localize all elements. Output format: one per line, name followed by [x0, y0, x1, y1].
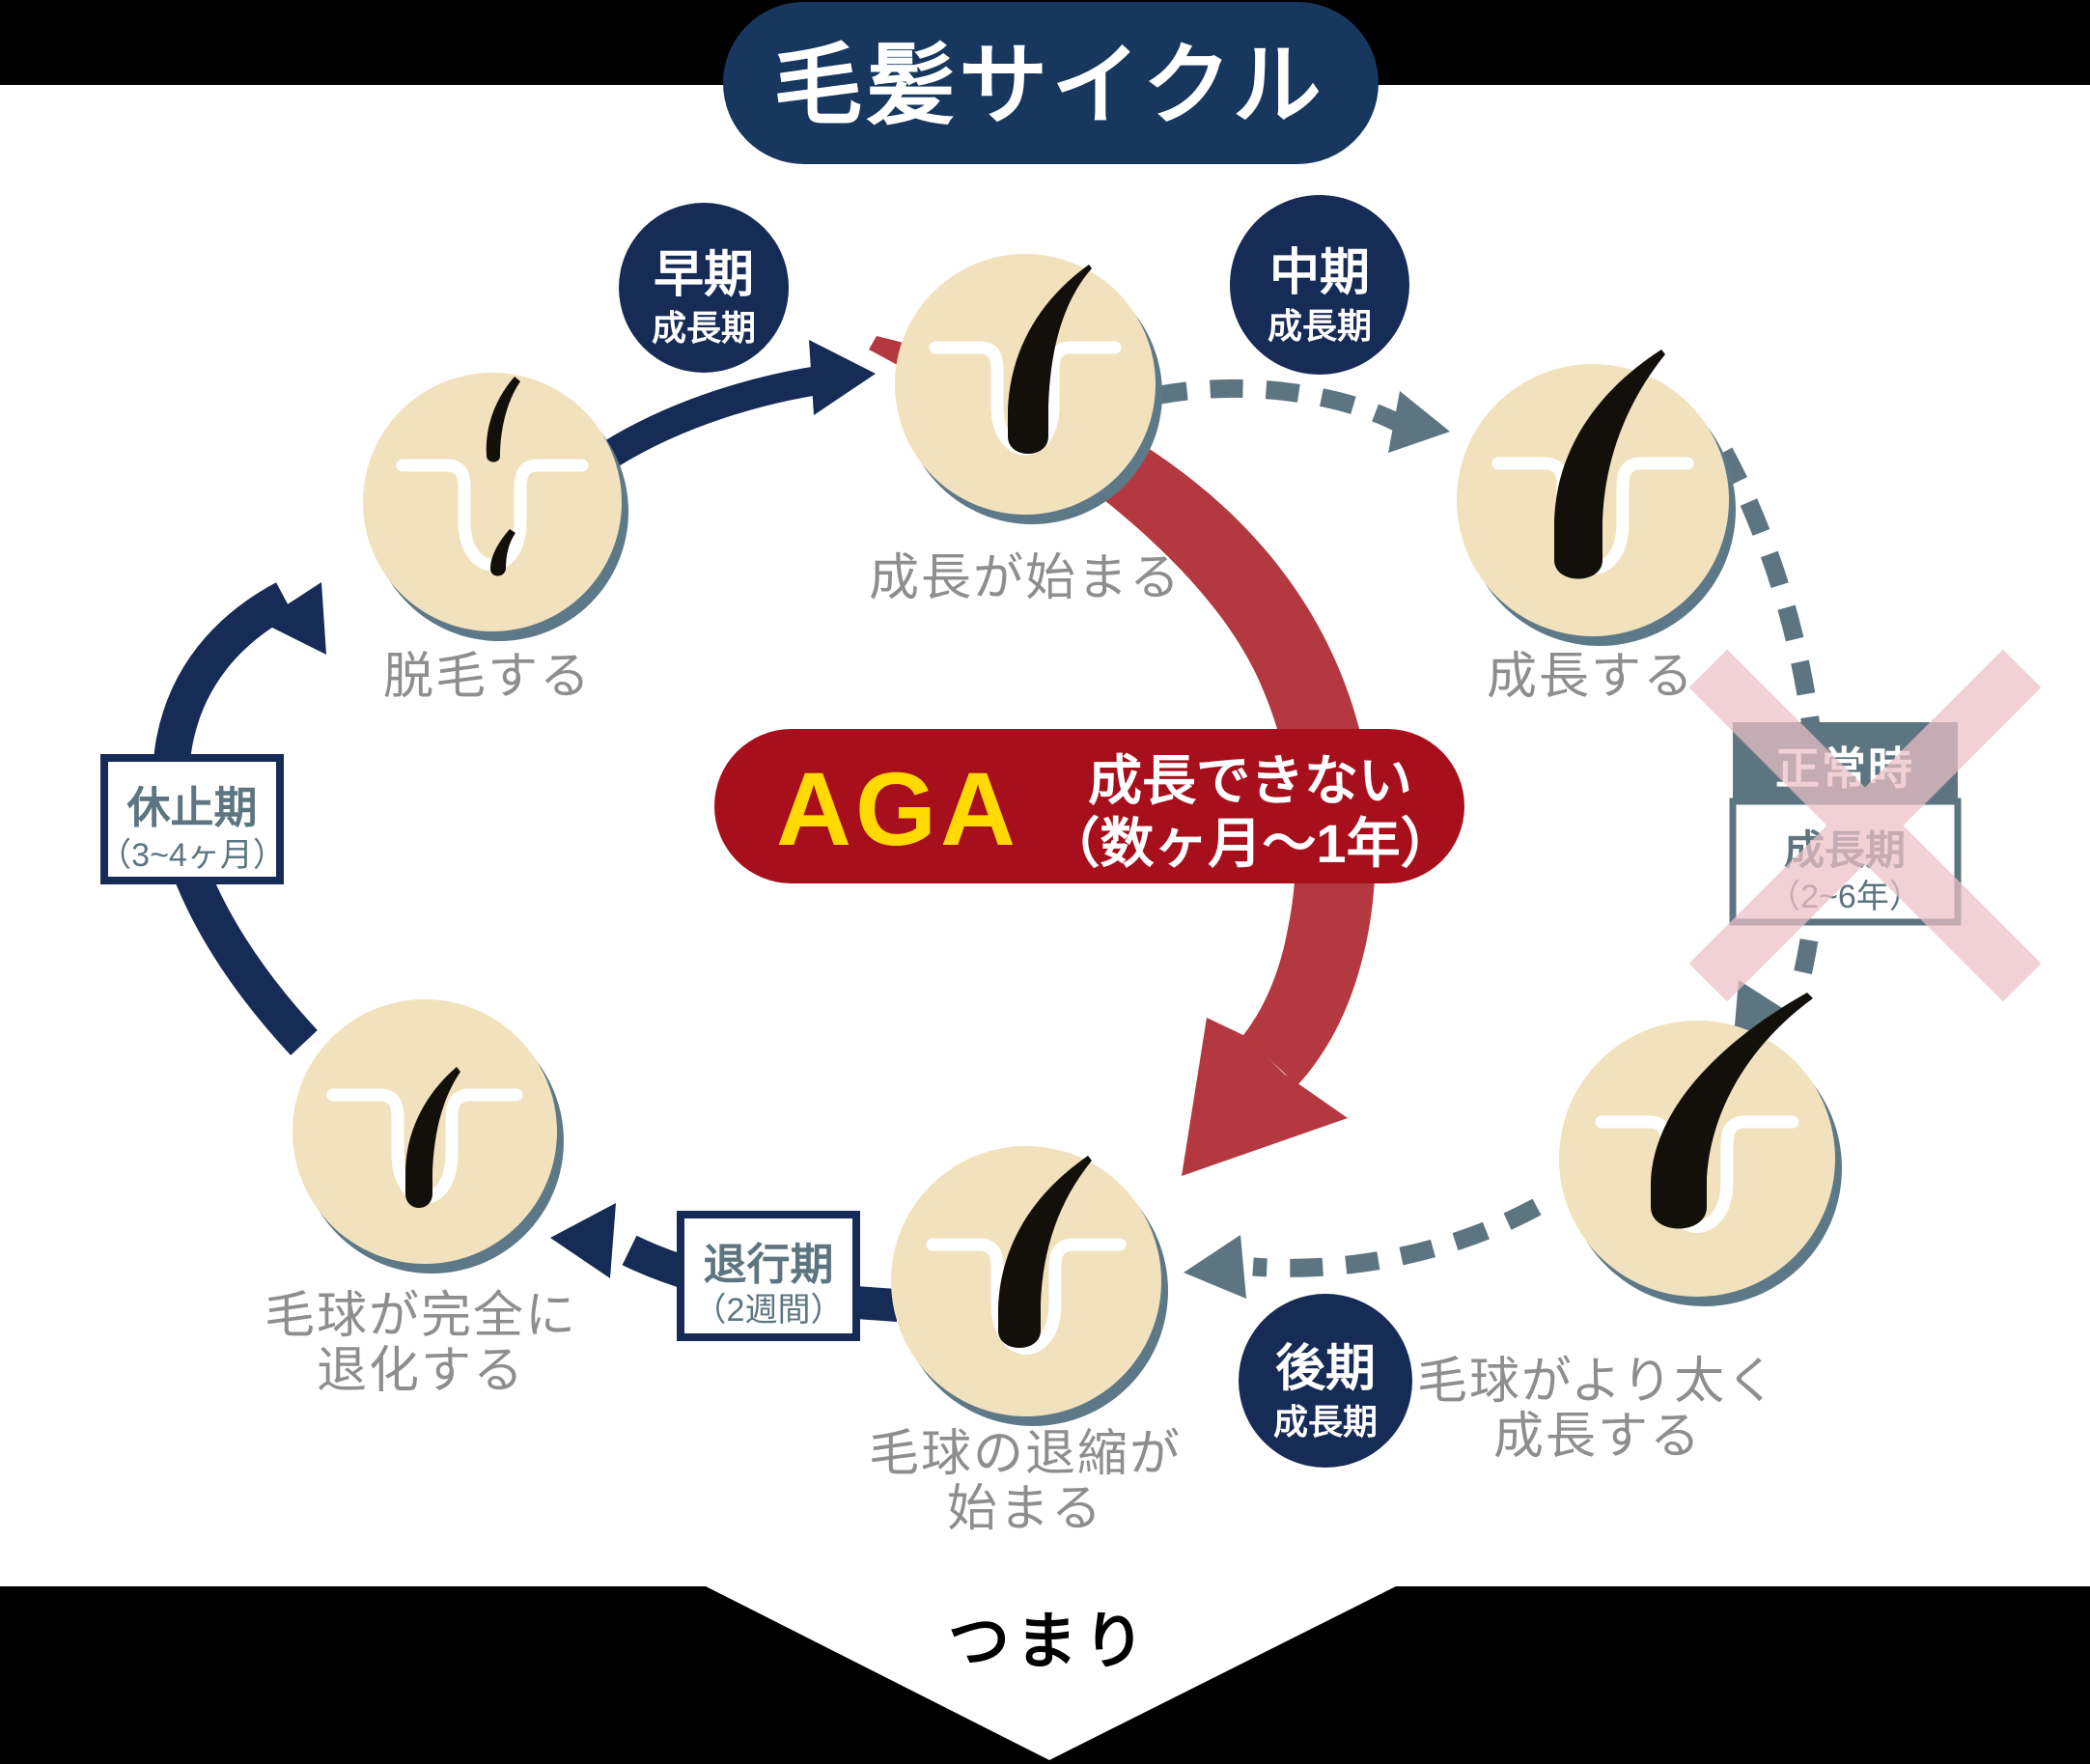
title-pill — [723, 2, 1379, 164]
caption-growing: 成長する — [1487, 649, 1695, 705]
phase-label-early: 早期 成長期 — [619, 203, 789, 373]
phase-early-bottom: 成長期 — [652, 308, 756, 348]
follicle-growth-start — [895, 254, 1162, 524]
caption-shedding: 脱毛する — [383, 649, 592, 705]
arrow-growthstart-to-growing — [1153, 378, 1450, 453]
bulb-hair — [490, 529, 516, 576]
caption-thickening-line1: 毛球がより太く — [1417, 1354, 1778, 1410]
follicle-shedding — [363, 373, 628, 641]
hair — [1008, 265, 1092, 454]
follicle-thickening — [1559, 993, 1842, 1306]
aga-acronym: AGA — [776, 750, 1019, 867]
aga-note-line2: （数ヶ月～1年） — [1045, 813, 1454, 874]
phase-circle — [1230, 195, 1409, 375]
regression-phase-box: 退行期 （2週間） — [677, 1211, 860, 1341]
box-frame — [677, 1211, 860, 1341]
normal-growth-box: 正常時 成長期 （2~6年） — [1688, 649, 2042, 1002]
caption-regression-line1: 毛球の退縮が — [869, 1426, 1182, 1482]
rest-phase-duration: （3~4ヶ月） — [98, 837, 286, 874]
follicle-degeneration — [293, 999, 564, 1274]
bottom-chevron-notch — [706, 1586, 1396, 1760]
conclusion-label: つまり — [948, 1607, 1151, 1676]
phase-label-late: 後期 成長期 — [1239, 1294, 1412, 1468]
aga-pill — [714, 729, 1464, 883]
phase-label-mid: 中期 成長期 — [1230, 195, 1409, 375]
phase-late-top: 後期 — [1275, 1341, 1376, 1397]
caption-degeneration-line2: 退化する — [317, 1343, 525, 1399]
phase-circle — [1239, 1294, 1412, 1468]
arrow-thickening-to-regression — [1184, 1198, 1542, 1299]
caption-growth-start: 成長が始まる — [869, 550, 1182, 606]
follicle-pocket — [926, 1238, 1127, 1355]
hair — [405, 1067, 460, 1208]
follicle-growing — [1457, 350, 1736, 646]
detached-hair — [486, 377, 520, 462]
regression-phase-duration: （2週間） — [694, 1292, 844, 1329]
hair — [998, 1156, 1092, 1348]
crossed-out-x-icon — [1688, 649, 2042, 1002]
page-title: 毛髪サイクル — [773, 37, 1324, 135]
follicle-regression — [891, 1146, 1168, 1426]
rest-phase-box: 休止期 （3~4ヶ月） — [98, 754, 286, 884]
hair — [1651, 993, 1813, 1229]
rest-phase-name: 休止期 — [125, 783, 257, 832]
aga-callout: AGA 成長できない （数ヶ月～1年） — [714, 729, 1464, 883]
caption-regression-line2: 始まる — [947, 1481, 1103, 1537]
regression-phase-name: 退行期 — [703, 1240, 833, 1289]
follicle-skin — [363, 373, 622, 631]
phase-mid-top: 中期 — [1269, 245, 1370, 301]
box-frame — [100, 754, 284, 884]
phase-late-bottom: 成長期 — [1273, 1402, 1378, 1442]
phase-circle — [619, 203, 789, 373]
aga-note-line1: 成長できない — [1088, 750, 1412, 811]
phase-early-top: 早期 — [654, 247, 754, 303]
hair — [1554, 350, 1665, 579]
arrow-shedding-to-growthstart — [600, 340, 876, 468]
caption-degeneration-line1: 毛球が完全に — [265, 1288, 577, 1344]
phase-mid-bottom: 成長期 — [1268, 306, 1372, 346]
caption-thickening-line2: 成長する — [1493, 1409, 1702, 1465]
